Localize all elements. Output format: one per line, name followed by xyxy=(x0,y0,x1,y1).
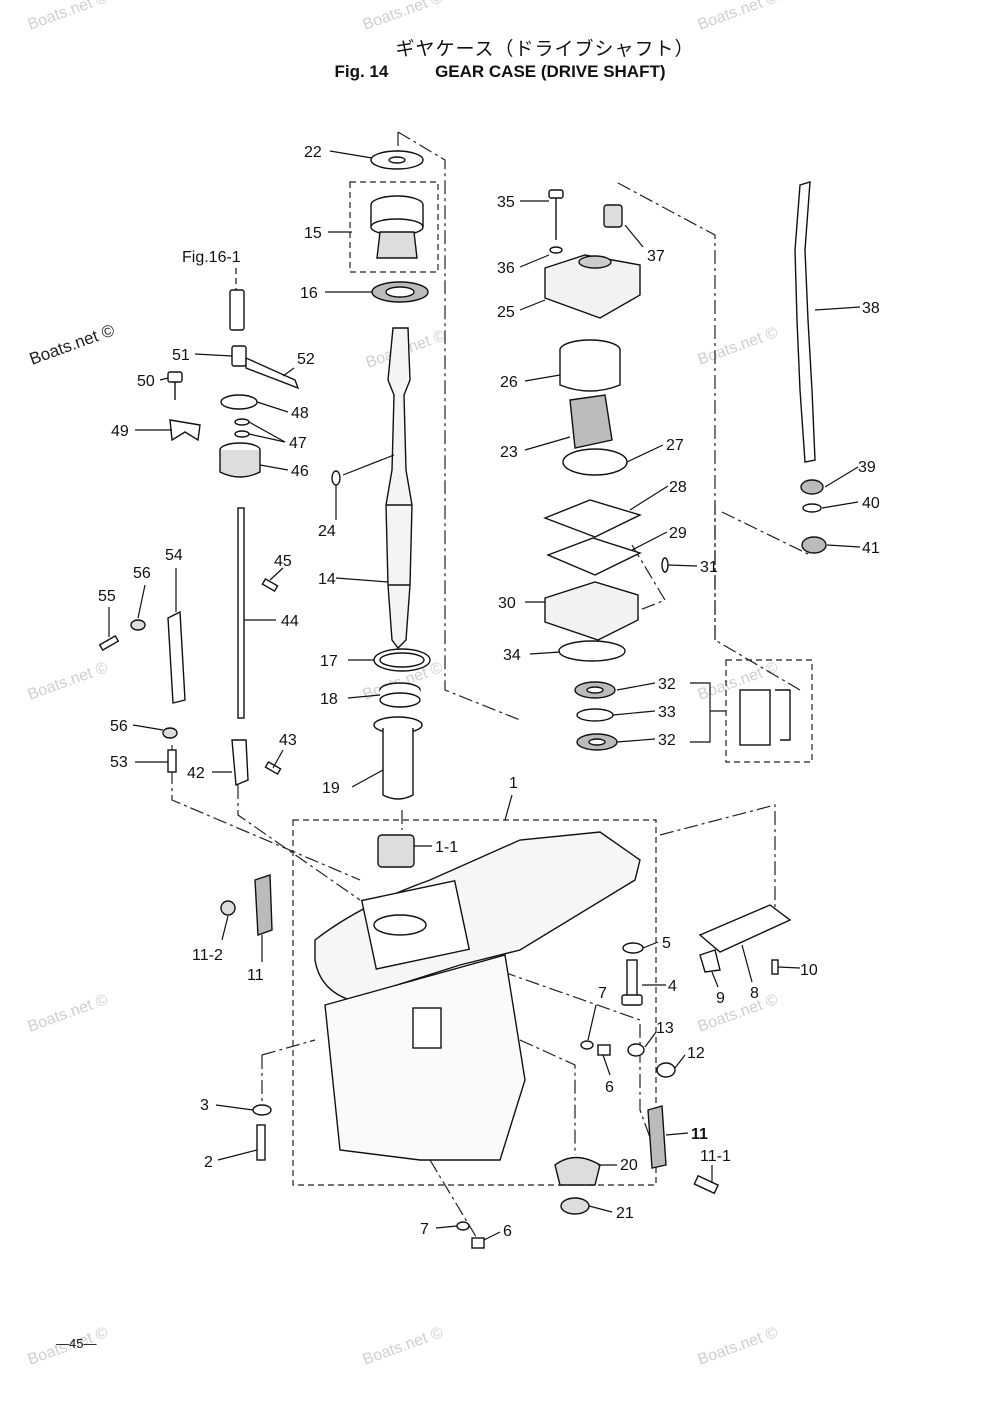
figure-number: Fig. 14 xyxy=(334,62,389,81)
callout-17: 17 xyxy=(320,653,338,670)
callout-10: 10 xyxy=(800,962,818,979)
callout-23: 23 xyxy=(500,444,518,461)
callout-11-2: 11-2 xyxy=(192,947,223,964)
callout-51: 51 xyxy=(172,347,190,364)
callout-37: 37 xyxy=(647,248,665,265)
callout-34: 34 xyxy=(503,647,521,664)
callout-1: 1 xyxy=(509,775,518,792)
washer-hole xyxy=(388,156,406,164)
callout-29: 29 xyxy=(669,525,687,542)
pump-housing xyxy=(544,254,641,319)
callout-11-1: 11-1 xyxy=(700,1148,731,1165)
callout-1-1: 1-1 xyxy=(435,839,458,856)
group-boxes xyxy=(292,181,813,1186)
callout-35: 35 xyxy=(497,194,515,211)
callout-42: 42 xyxy=(187,765,205,782)
callout-12: 12 xyxy=(687,1045,705,1062)
callout-41: 41 xyxy=(862,540,880,557)
callout-36: 36 xyxy=(497,260,515,277)
callout-26: 26 xyxy=(500,374,518,391)
figure-title: GEAR CASE (DRIVE SHAFT) xyxy=(435,62,666,81)
callout-6: 6 xyxy=(503,1223,512,1240)
callout-9: 9 xyxy=(716,990,725,1007)
callout-4: 4 xyxy=(668,978,677,995)
callout-5: 5 xyxy=(662,935,671,952)
page-title-japanese: ギヤケース（ドライブシャフト） xyxy=(395,38,695,60)
figure-reference: Fig.16-1 xyxy=(182,249,241,266)
watermark: Boats.net © xyxy=(361,1324,446,1369)
leader-lines xyxy=(108,150,861,1241)
callout-33: 33 xyxy=(658,704,676,721)
callout-53: 53 xyxy=(110,754,128,771)
callout-47: 47 xyxy=(289,435,307,452)
callout-7: 7 xyxy=(420,1221,429,1238)
watermark: Boats.net © xyxy=(27,320,118,368)
callout-22: 22 xyxy=(304,144,322,161)
callout-56: 56 xyxy=(133,565,151,582)
callout-28: 28 xyxy=(669,479,687,496)
callout-18: 18 xyxy=(320,691,338,708)
callout-50: 50 xyxy=(137,373,155,390)
callout-19: 19 xyxy=(322,780,340,797)
callout-24: 24 xyxy=(318,523,336,540)
callout-54: 54 xyxy=(165,547,183,564)
callout-55: 55 xyxy=(98,588,116,605)
callout-16: 16 xyxy=(300,285,318,302)
callout-44: 44 xyxy=(281,613,299,630)
callout-11: 11 xyxy=(247,967,264,984)
callout-8: 8 xyxy=(750,985,759,1002)
watermark: Boats.net © xyxy=(696,991,781,1036)
callout-56: 56 xyxy=(110,718,128,735)
watermark: Boats.net © xyxy=(26,991,111,1036)
watermark: Boats.net © xyxy=(696,0,781,34)
callout-11: 11 xyxy=(691,1126,708,1143)
callout-15: 15 xyxy=(304,225,322,242)
callout-49: 49 xyxy=(111,423,129,440)
callout-20: 20 xyxy=(620,1157,638,1174)
callout-3: 3 xyxy=(200,1097,209,1114)
callout-46: 46 xyxy=(291,463,309,480)
callout-6: 6 xyxy=(605,1079,614,1096)
page-title: Fig. 14 GEAR CASE (DRIVE SHAFT) xyxy=(0,62,1000,82)
page-number: —45— xyxy=(56,1336,97,1351)
callout-7: 7 xyxy=(598,985,607,1002)
callout-31: 31 xyxy=(700,559,718,576)
callout-48: 48 xyxy=(291,405,309,422)
callout-32: 32 xyxy=(658,732,676,749)
callout-labels: 22 15 16 35 36 37 25 38 26 23 27 39 40 4… xyxy=(98,144,880,1240)
callout-32: 32 xyxy=(658,676,676,693)
drive-shaft xyxy=(385,327,413,650)
watermark: Boats.net © xyxy=(361,0,446,34)
watermark: Boats.net © xyxy=(26,0,111,34)
callout-38: 38 xyxy=(862,300,880,317)
callout-25: 25 xyxy=(497,304,515,321)
callout-27: 27 xyxy=(666,437,684,454)
watermark: Boats.net © xyxy=(26,659,111,704)
callout-52: 52 xyxy=(297,351,315,368)
watermark: Boats.net © xyxy=(696,324,781,369)
callout-40: 40 xyxy=(862,495,880,512)
callout-45: 45 xyxy=(274,553,292,570)
callout-21: 21 xyxy=(616,1205,634,1222)
callout-43: 43 xyxy=(279,732,297,749)
watermark: Boats.net © xyxy=(696,1324,781,1369)
callout-14: 14 xyxy=(318,571,336,588)
callout-30: 30 xyxy=(498,595,516,612)
callout-13: 13 xyxy=(656,1020,674,1037)
callout-39: 39 xyxy=(858,459,876,476)
parts xyxy=(98,150,827,1249)
callout-2: 2 xyxy=(204,1154,213,1171)
